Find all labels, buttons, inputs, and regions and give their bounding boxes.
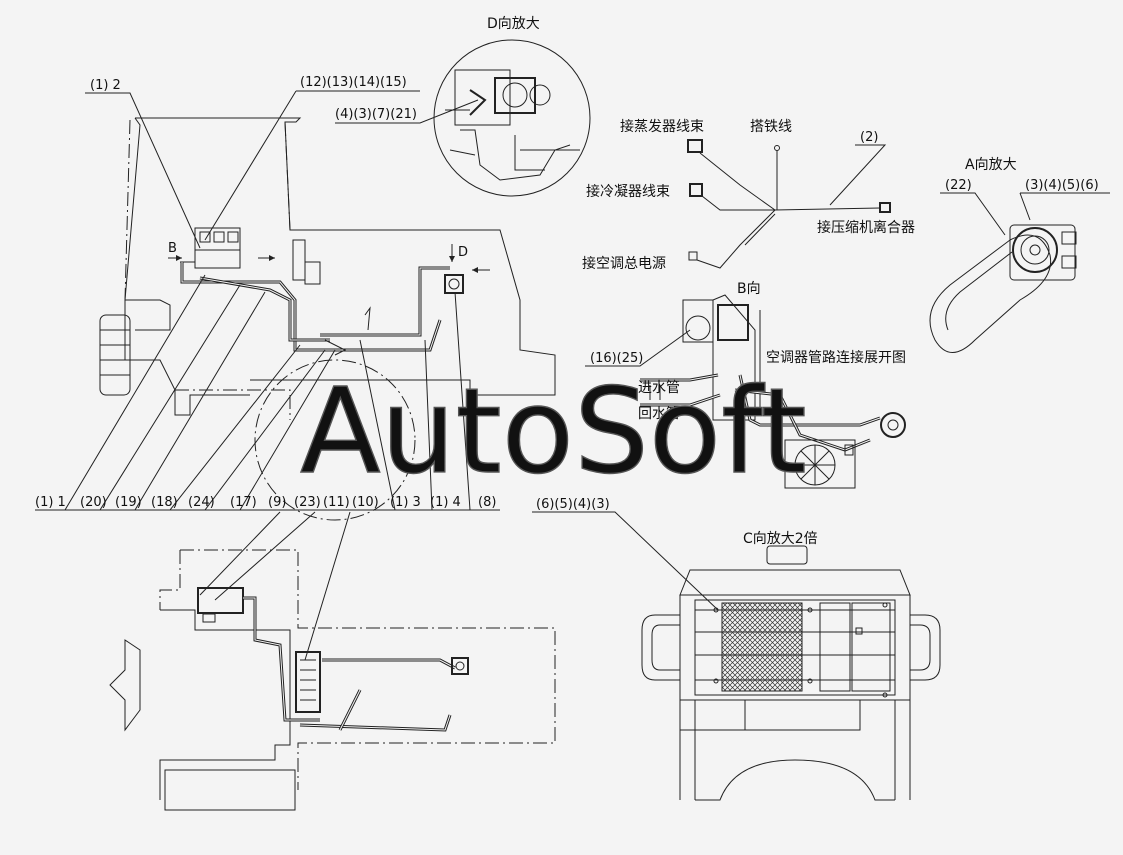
main-view-callouts: (1) 2 (12)(13)(14)(15) xyxy=(35,75,500,511)
watermark-text: AutoSoft xyxy=(300,362,807,500)
a-view-title: A向放大 xyxy=(965,157,1017,173)
water-in-label: 进水管 xyxy=(638,380,680,396)
callout-3-6: (3)(4)(5)(6) xyxy=(1025,178,1099,193)
main-side-view: B D xyxy=(99,117,556,521)
harness-ground-label: 搭铁线 xyxy=(750,119,792,135)
callout-12-15: (12)(13)(14)(15) xyxy=(300,75,407,90)
a-magnified-view: A向放大 (22) (3)(4)(5)(6) xyxy=(929,157,1110,353)
pipe-diagram-title: 空调器管路连接展开图 xyxy=(766,349,906,366)
bottom-callout-row: (1) 1 (20) (19) (18) (24) (17) (9) (23) … xyxy=(35,495,496,510)
harness-evaporator-label: 接蒸发器线束 xyxy=(620,118,704,135)
callout-16-25: (16)(25) xyxy=(590,351,643,366)
callout-22: (22) xyxy=(945,178,972,193)
callout-1-2: (1) 2 xyxy=(90,78,121,93)
callout-6-3: (6)(5)(4)(3) xyxy=(536,497,610,512)
bottom-plan-view xyxy=(109,511,556,811)
harness-condenser-label: 接冷凝器线束 xyxy=(586,183,670,200)
callout-bottom-5: (24) xyxy=(188,495,215,510)
b-view-title: B向 xyxy=(737,281,761,297)
callout-bottom-3: (19) xyxy=(115,495,142,510)
callout-bottom-7: (9) xyxy=(268,495,286,510)
callout-bottom-11: (1) 3 xyxy=(390,495,421,510)
water-out-label: 回水管 xyxy=(638,406,680,422)
c-view-title: C向放大2倍 xyxy=(743,531,818,547)
callout-bottom-1: (1) 1 xyxy=(35,495,66,510)
wiring-harness: 接蒸发器线束 搭铁线 接冷凝器线束 接压缩机离合器 接空调总电源 (2) xyxy=(582,118,915,272)
pipe-routing-diagram: B向 空调器管路连接展开图 进水管 回水管 (16)(25) xyxy=(585,281,906,489)
harness-power-label: 接空调总电源 xyxy=(582,255,666,272)
d-view-title: D向放大 xyxy=(487,16,540,32)
arrow-b-label: B xyxy=(168,241,177,256)
callout-bottom-6: (17) xyxy=(230,495,257,510)
callout-bottom-12: (1) 4 xyxy=(430,495,461,510)
callout-bottom-4: (18) xyxy=(151,495,178,510)
callout-bottom-10: (10) xyxy=(352,495,379,510)
callout-bottom-2: (20) xyxy=(80,495,107,510)
harness-part-number: (2) xyxy=(860,130,878,145)
c-magnified-view: C向放大2倍 (6)(5)(4)(3) xyxy=(532,497,941,801)
callout-4-21: (4)(3)(7)(21) xyxy=(335,107,417,122)
arrow-d-label: D xyxy=(458,245,468,260)
callout-bottom-8: (23) xyxy=(294,495,321,510)
d-magnified-view: D向放大 (4)(3)(7)(21) xyxy=(335,16,591,197)
harness-clutch-label: 接压缩机离合器 xyxy=(817,219,915,236)
callout-bottom-9: (11) xyxy=(323,495,350,510)
callout-bottom-13: (8) xyxy=(478,495,496,510)
